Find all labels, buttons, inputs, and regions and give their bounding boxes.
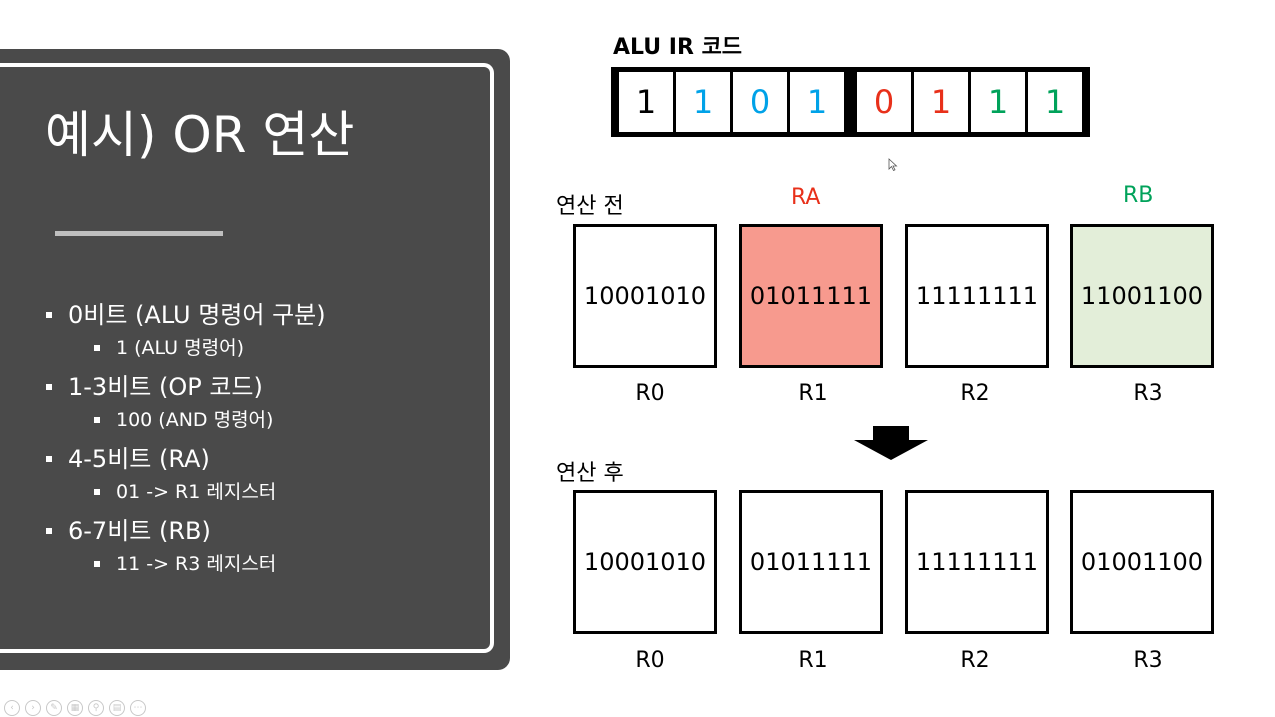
ir-bit: 0 [733, 72, 787, 132]
after-label: 연산 후 [556, 461, 624, 486]
register-r2-after: 11111111 [905, 490, 1049, 634]
more-options-icon[interactable]: ⋯ [130, 700, 146, 716]
title-divider [55, 231, 223, 236]
ir-bit: 1 [914, 72, 968, 132]
slides-grid-icon[interactable]: ▦ [67, 700, 83, 716]
register-r0-before: 10001010 [573, 224, 717, 368]
bullet-icon [94, 345, 100, 351]
subtitles-icon[interactable]: ▤ [109, 700, 125, 716]
ir-code-group-high: 1 1 0 1 [611, 67, 852, 137]
ir-bit: 1 [676, 72, 730, 132]
down-arrow-icon [854, 426, 928, 460]
register-r1-after: 01011111 [739, 490, 883, 634]
bullet-text: 4-5비트 (RA) [68, 445, 210, 473]
ir-bit: 0 [857, 72, 911, 132]
slide-title-panel [0, 49, 510, 670]
bullet-item: 4-5비트 (RA) [46, 444, 210, 474]
register-name: R1 [798, 648, 828, 673]
bullet-icon [46, 384, 52, 390]
bullet-item: 6-7비트 (RB) [46, 516, 211, 546]
sub-bullet-text: 100 (AND 명령어) [116, 409, 274, 431]
previous-slide-icon[interactable]: ‹ [4, 700, 20, 716]
ir-bit: 1 [1028, 72, 1082, 132]
register-name: R0 [635, 648, 665, 673]
mouse-cursor-icon [888, 158, 898, 172]
bullet-icon [46, 528, 52, 534]
ir-bit: 1 [971, 72, 1025, 132]
slide-title: 예시) OR 연산 [45, 106, 355, 164]
before-label: 연산 전 [556, 194, 624, 219]
panel-frame [0, 63, 494, 653]
sub-bullet-text: 1 (ALU 명령어) [116, 337, 244, 359]
sub-bullet-text: 11 -> R3 레지스터 [116, 553, 277, 575]
bullet-item: 1-3비트 (OP 코드) [46, 372, 263, 402]
sub-bullet-text: 01 -> R1 레지스터 [116, 481, 277, 503]
register-r3-after: 01001100 [1070, 490, 1214, 634]
sub-bullet-item: 1 (ALU 명령어) [94, 336, 244, 360]
register-name: R1 [798, 381, 828, 406]
register-r1-before: 01011111 [739, 224, 883, 368]
register-name: R3 [1133, 648, 1163, 673]
register-name: R2 [960, 381, 990, 406]
pen-icon[interactable]: ✎ [46, 700, 62, 716]
register-name: R3 [1133, 381, 1163, 406]
bullet-text: 0비트 (ALU 명령어 구분) [68, 301, 326, 329]
ra-label: RA [791, 185, 821, 210]
register-name: R0 [635, 381, 665, 406]
register-r0-after: 10001010 [573, 490, 717, 634]
bullet-icon [94, 489, 100, 495]
register-name: R2 [960, 648, 990, 673]
bullet-item: 0비트 (ALU 명령어 구분) [46, 300, 326, 330]
sub-bullet-item: 01 -> R1 레지스터 [94, 480, 277, 504]
zoom-icon[interactable]: ⚲ [88, 700, 104, 716]
slideshow-controls: ‹ › ✎ ▦ ⚲ ▤ ⋯ [4, 700, 146, 716]
ir-code-group-low: 0 1 1 1 [849, 67, 1090, 137]
sub-bullet-item: 11 -> R3 레지스터 [94, 552, 277, 576]
next-slide-icon[interactable]: › [25, 700, 41, 716]
bullet-icon [94, 417, 100, 423]
ir-bit: 1 [619, 72, 673, 132]
bullet-text: 6-7비트 (RB) [68, 517, 211, 545]
register-r3-before: 11001100 [1070, 224, 1214, 368]
ir-code-heading: ALU IR 코드 [613, 35, 743, 60]
bullet-icon [46, 312, 52, 318]
bullet-icon [94, 561, 100, 567]
register-r2-before: 11111111 [905, 224, 1049, 368]
sub-bullet-item: 100 (AND 명령어) [94, 408, 274, 432]
bullet-icon [46, 456, 52, 462]
bullet-text: 1-3비트 (OP 코드) [68, 373, 263, 401]
rb-label: RB [1123, 183, 1154, 208]
ir-bit: 1 [790, 72, 844, 132]
